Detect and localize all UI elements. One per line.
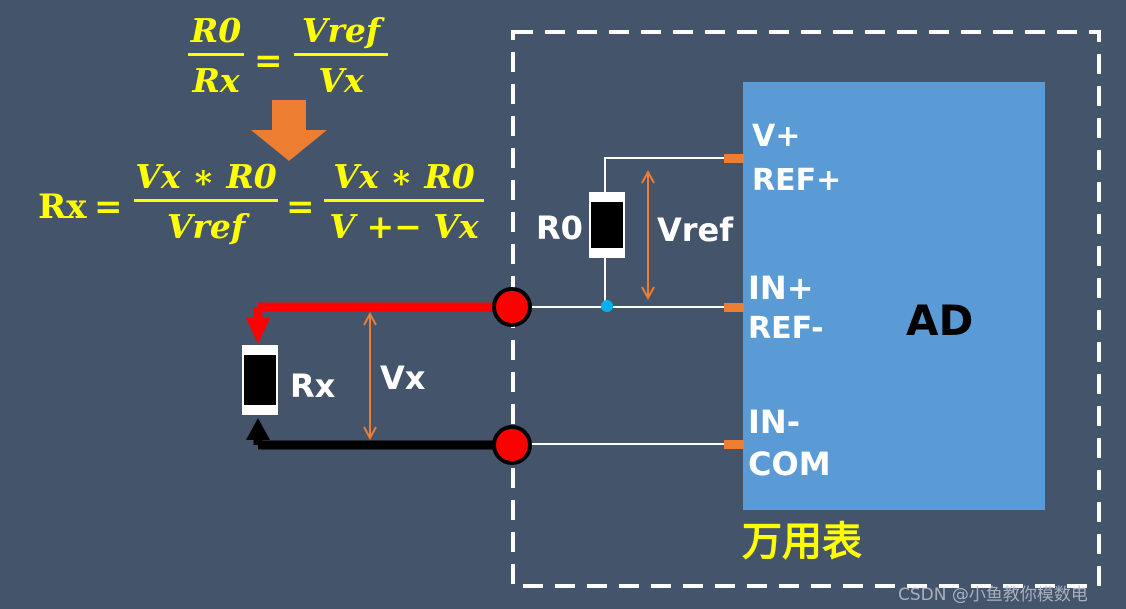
watermark: CSDN @小鱼教你模数电 bbox=[898, 585, 1088, 605]
black-terminal bbox=[492, 425, 532, 465]
fraction-bar bbox=[134, 199, 278, 202]
pin-v-plus-stub bbox=[724, 154, 744, 163]
fraction-bar bbox=[294, 53, 388, 56]
formula-top-right-fraction: Vref Vx bbox=[294, 14, 388, 97]
formula-bottom-eq2: = bbox=[286, 187, 315, 227]
rx-label: Rx bbox=[290, 367, 336, 405]
fraction-bar bbox=[324, 199, 484, 202]
pin-ref-plus-label: REF+ bbox=[752, 163, 842, 198]
formula-bottom-lhs: Rx bbox=[38, 187, 87, 227]
ad-block bbox=[743, 82, 1045, 510]
formula-top-left-fraction: R0 Rx bbox=[188, 14, 244, 97]
node-junction bbox=[601, 300, 613, 312]
rx-resistor bbox=[242, 345, 278, 415]
formula-top-den-left: Rx bbox=[192, 61, 240, 100]
formula-top-den-right: Vx bbox=[318, 61, 364, 100]
vref-label: Vref bbox=[657, 211, 734, 249]
ad-title: AD bbox=[906, 296, 974, 345]
vref-arrow bbox=[641, 169, 655, 301]
formula-bottom-num1: Vx ∗ R0 bbox=[135, 157, 277, 196]
vx-arrow bbox=[363, 311, 377, 441]
pin-in-plus-stub bbox=[724, 303, 744, 312]
formula-top-eq: = bbox=[254, 41, 283, 81]
wire-vplus-r0 bbox=[604, 157, 724, 192]
vx-label: Vx bbox=[380, 359, 426, 397]
black-probe-lead bbox=[246, 418, 512, 450]
formula-bottom-eq1: = bbox=[94, 187, 123, 227]
pin-v-plus-label: V+ bbox=[752, 119, 801, 154]
formula-bottom-den1: Vref bbox=[166, 207, 246, 246]
pin-in-plus-label: IN+ bbox=[748, 269, 814, 307]
formula-bottom-num2: Vx ∗ R0 bbox=[333, 157, 475, 196]
formula-bottom-fraction-1: Vx ∗ R0 Vref bbox=[134, 160, 278, 243]
formula-top-num-left: R0 bbox=[190, 11, 242, 50]
formula-bottom-den2: V +− Vx bbox=[329, 207, 479, 246]
pin-com-label: COM bbox=[748, 445, 831, 483]
red-probe-lead bbox=[246, 302, 512, 344]
red-terminal bbox=[492, 287, 532, 327]
formula-top-num-right: Vref bbox=[301, 11, 381, 50]
r0-label: R0 bbox=[536, 209, 583, 247]
pin-ref-minus-label: REF- bbox=[748, 311, 824, 346]
multimeter-label: 万用表 bbox=[742, 519, 862, 565]
pin-in-minus-label: IN- bbox=[748, 403, 800, 441]
pin-in-minus-stub bbox=[724, 440, 744, 449]
formula-bottom-fraction-2: Vx ∗ R0 V +− Vx bbox=[324, 160, 484, 243]
fraction-bar bbox=[188, 53, 244, 56]
orange-down-arrow bbox=[251, 100, 327, 161]
r0-resistor bbox=[589, 192, 625, 258]
